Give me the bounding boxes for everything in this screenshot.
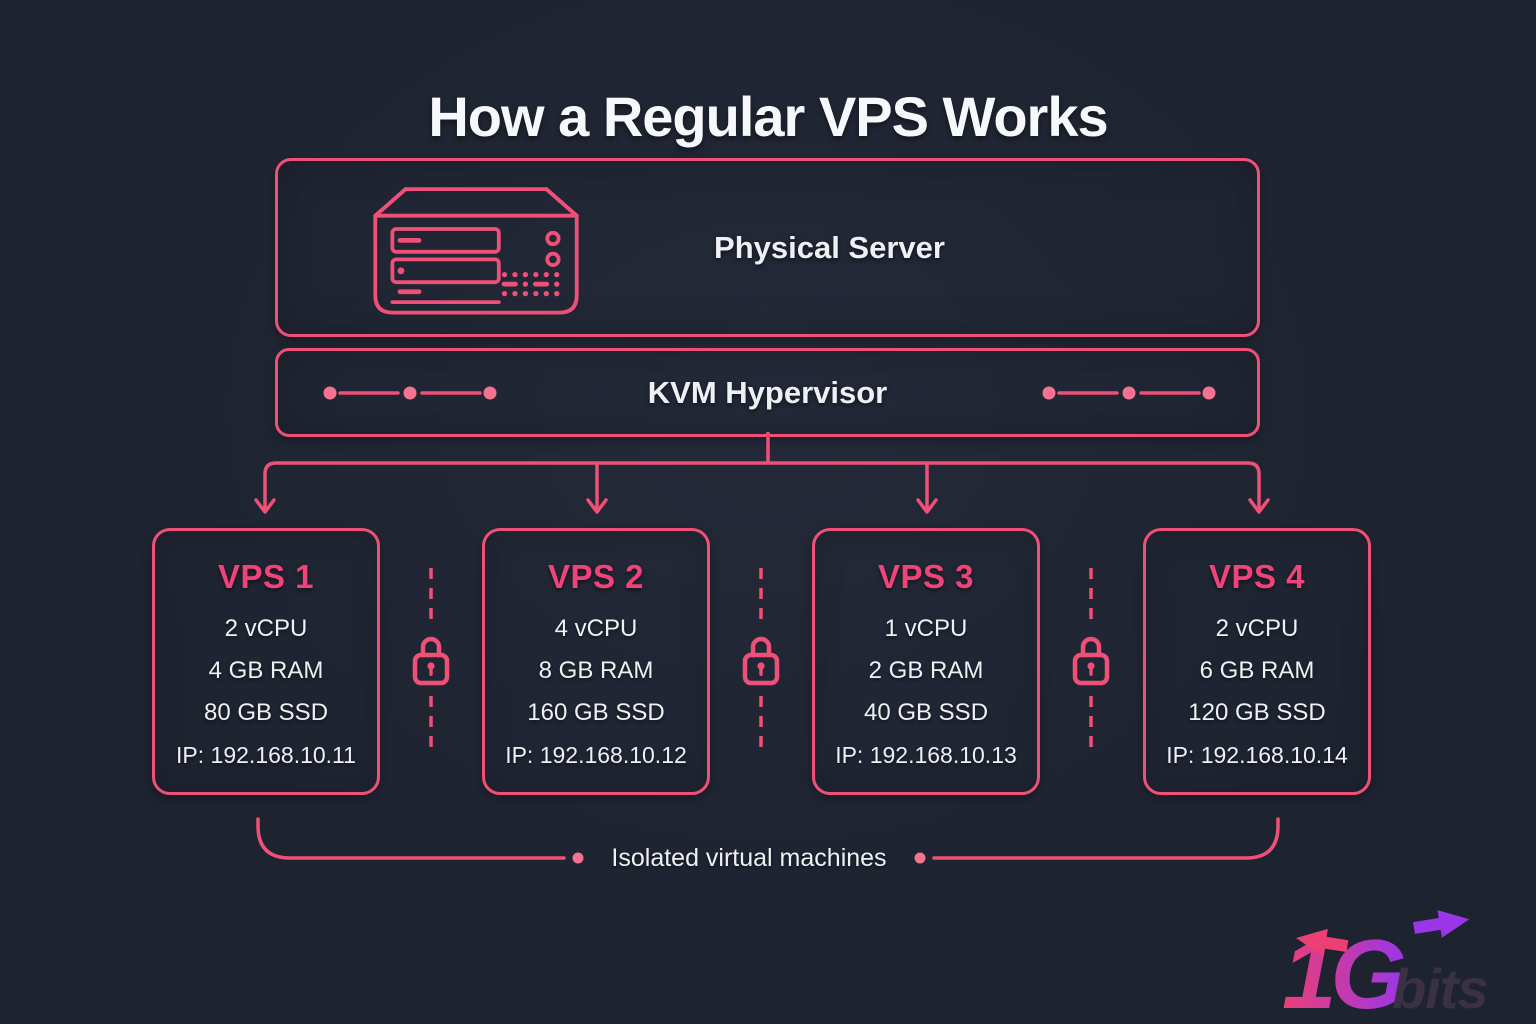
- vps-ip: IP: 192.168.10.13: [835, 742, 1017, 768]
- vent-dots: [501, 271, 560, 296]
- vps-ram: 8 GB RAM: [538, 657, 654, 684]
- logo-primary-text: 1G: [1282, 919, 1405, 1022]
- vps-cpu: 2 vCPU: [224, 615, 308, 642]
- vps-cpu: 1 vCPU: [884, 615, 968, 642]
- vps-ram: 2 GB RAM: [868, 657, 984, 684]
- dashed-line: [1089, 568, 1093, 622]
- vps-ram: 4 GB RAM: [208, 657, 324, 684]
- lock-icon: [1072, 636, 1110, 686]
- vps-card-3: VPS 3 1 vCPU 2 GB RAM 40 GB SSD IP: 192.…: [812, 528, 1040, 795]
- vps-ip: IP: 192.168.10.14: [1166, 742, 1348, 768]
- hypervisor-box: KVM Hypervisor: [275, 348, 1260, 437]
- lock-icon: [412, 636, 450, 686]
- vps-cpu: 2 vCPU: [1215, 615, 1299, 642]
- vps-storage: 80 GB SSD: [203, 699, 329, 726]
- logo-left-arrow-icon: [1296, 928, 1349, 957]
- vps-card-1: VPS 1 2 vCPU 4 GB RAM 80 GB SSD IP: 192.…: [152, 528, 380, 795]
- hypervisor-label: KVM Hypervisor: [647, 374, 888, 410]
- node-links-icon: [1042, 386, 1216, 399]
- vps-name: VPS 3: [877, 558, 975, 595]
- dashed-line: [759, 696, 763, 750]
- vps-ip: IP: 192.168.10.11: [176, 742, 356, 768]
- brand-logo: 1G bits: [1282, 910, 1489, 1022]
- server-icon: [373, 186, 579, 314]
- vps-card-4: VPS 4 2 vCPU 6 GB RAM 120 GB SSD IP: 192…: [1143, 528, 1371, 795]
- physical-server-box: Physical Server: [275, 158, 1260, 337]
- lock-icon: [742, 636, 780, 686]
- logo-secondary-text: bits: [1392, 957, 1488, 1020]
- isolation-bracket: [256, 817, 1280, 864]
- isolation-divider: [737, 566, 785, 752]
- vps-storage: 40 GB SSD: [863, 699, 989, 726]
- vps-name: VPS 2: [547, 558, 645, 595]
- vps-ip: IP: 192.168.10.12: [505, 742, 687, 768]
- isolation-label: Isolated virtual machines: [611, 844, 887, 872]
- vps-name: VPS 4: [1208, 558, 1306, 595]
- dashed-line: [429, 568, 433, 622]
- vps-card-2: VPS 2 4 vCPU 8 GB RAM 160 GB SSD IP: 192…: [482, 528, 710, 795]
- logo-right-arrow-icon: [1413, 910, 1470, 938]
- dashed-line: [429, 696, 433, 750]
- dashed-line: [1089, 696, 1093, 750]
- vps-storage: 160 GB SSD: [527, 699, 665, 726]
- page-title: How a Regular VPS Works: [428, 84, 1108, 148]
- isolation-divider: [407, 566, 455, 752]
- hypervisor-to-vps-connector: [254, 432, 1270, 514]
- isolation-divider: [1067, 566, 1115, 752]
- vps-storage: 120 GB SSD: [1188, 699, 1326, 726]
- physical-server-label: Physical Server: [714, 229, 945, 265]
- vps-name: VPS 1: [217, 558, 315, 595]
- vps-ram: 6 GB RAM: [1199, 657, 1315, 684]
- dashed-line: [759, 568, 763, 622]
- node-links-icon: [323, 386, 497, 399]
- vps-cpu: 4 vCPU: [554, 615, 638, 642]
